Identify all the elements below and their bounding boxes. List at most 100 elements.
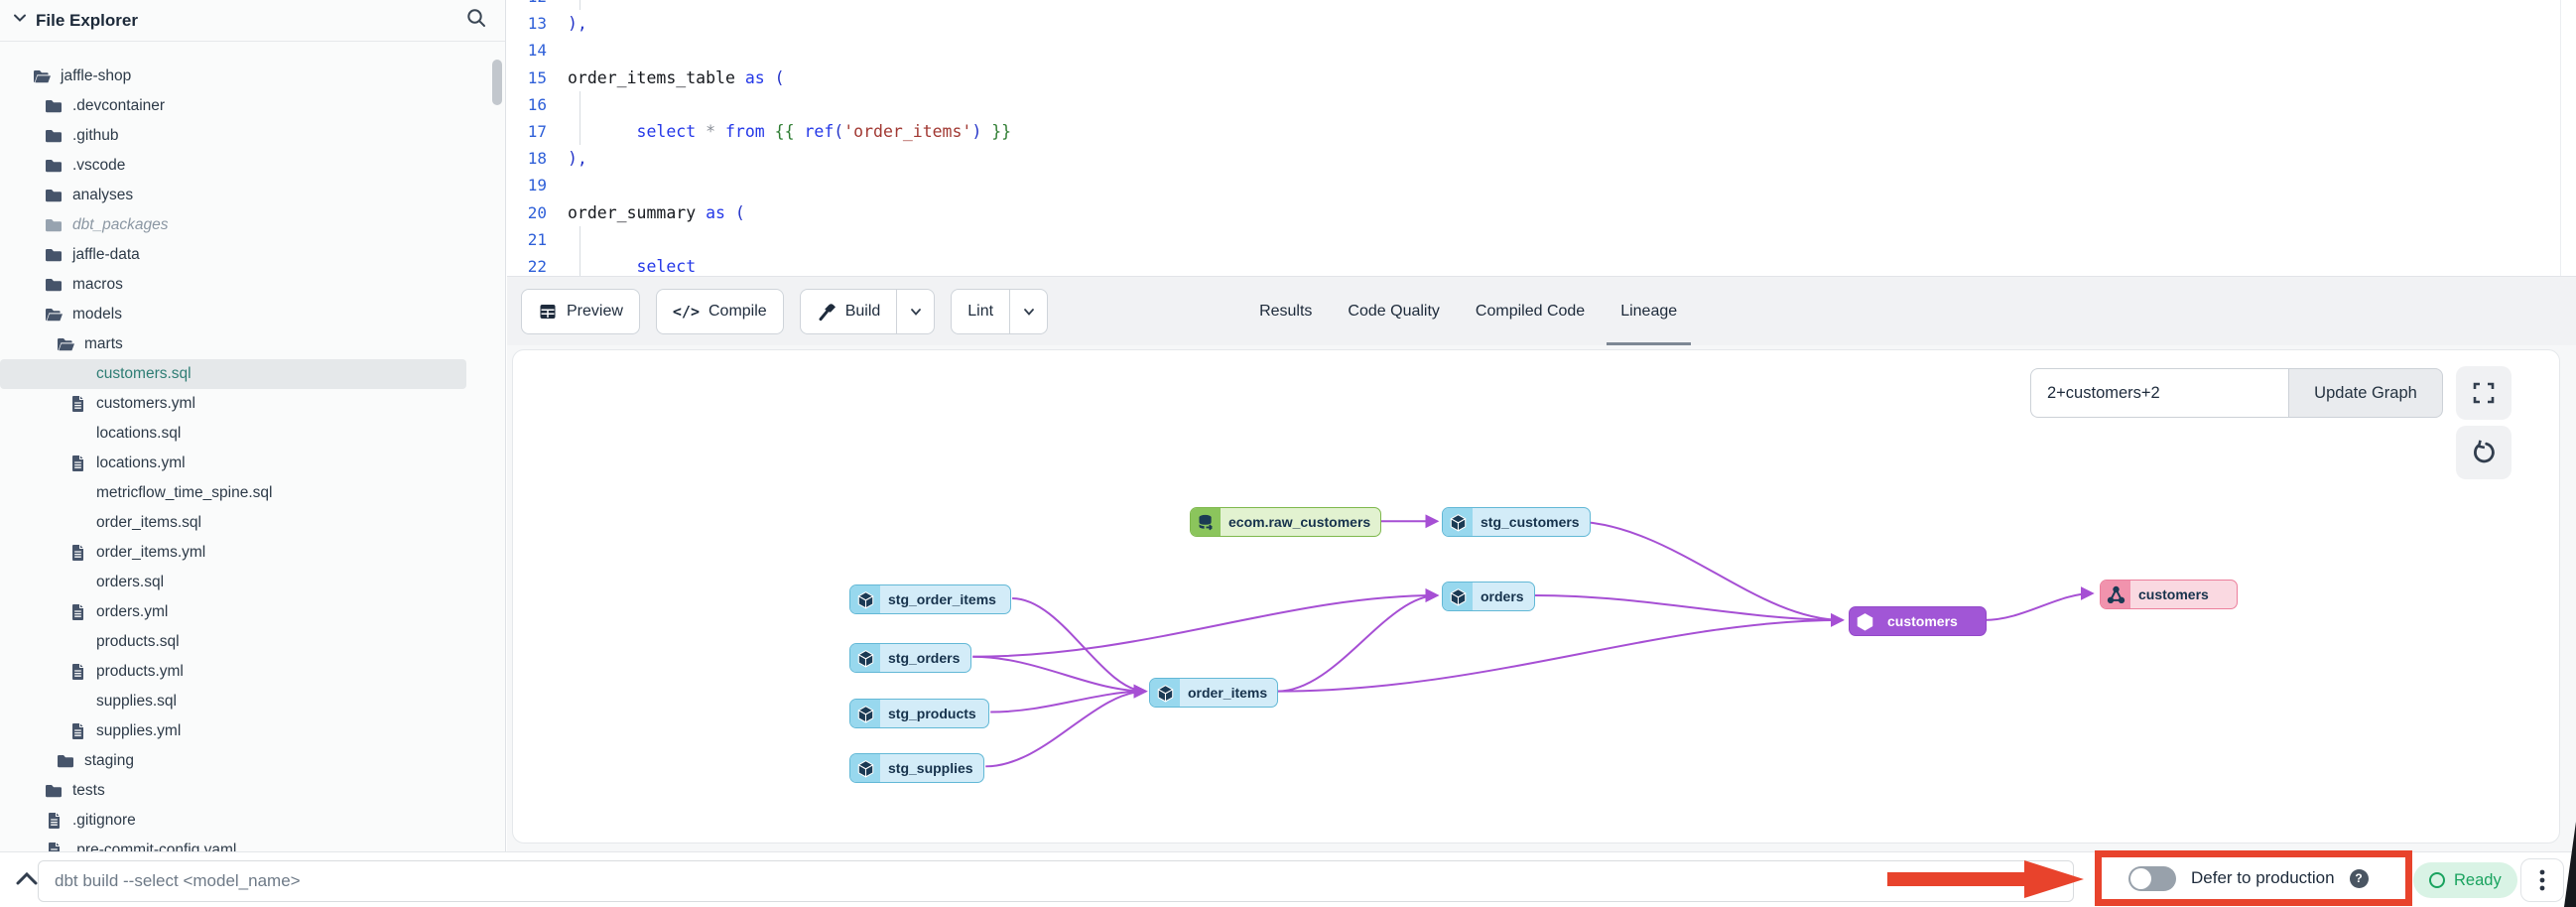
tree-item-label: staging [84,752,134,769]
tree-item-orders-yml[interactable]: orders.yml [0,597,466,627]
update-graph-button[interactable]: Update Graph [2288,368,2443,418]
tree-item-orders-sql[interactable]: orders.sql [0,568,466,597]
reset-view-button[interactable] [2456,426,2512,479]
lineage-filter-input[interactable] [2030,368,2288,418]
lint-button[interactable]: Lint [951,288,1049,334]
model-icon [67,513,87,533]
tree-item--github[interactable]: .github [0,121,466,151]
folder-icon [44,156,64,176]
lineage-node-customers_semantic[interactable]: customers [2100,580,2238,609]
tree-item-label: customers.yml [96,395,195,412]
tab-code-quality[interactable]: Code Quality [1348,302,1440,320]
file-explorer-sidebar: File Explorer jaffle-shop.devcontainer.g… [0,0,506,851]
code-line-12: 12 [507,0,2576,11]
cube-icon [850,585,880,613]
code-icon: </> [672,302,700,321]
tree-item--vscode[interactable]: .vscode [0,151,466,181]
file-explorer-header: File Explorer [0,0,505,42]
tree-item-analyses[interactable]: analyses [0,181,466,210]
file-explorer-title: File Explorer [36,10,138,30]
tree-item-order-items-sql[interactable]: order_items.sql [0,508,466,538]
tree-item-label: customers.sql [96,365,192,382]
status-bar: Defer to production ? Ready [0,850,2576,907]
chevron-down-icon[interactable] [12,10,28,31]
kebab-icon [2539,869,2545,891]
tree-item-dbt-packages[interactable]: dbt_packages [0,210,466,240]
build-dropdown[interactable] [896,289,934,333]
preview-button[interactable]: Preview [521,288,640,334]
tree-item-staging[interactable]: staging [0,746,466,776]
folder-open-icon [56,334,75,354]
line-number: 22 [527,256,547,276]
tree-item--gitignore[interactable]: .gitignore [0,806,466,836]
lineage-node-stg_customers[interactable]: stg_customers [1442,507,1591,537]
lineage-node-customers[interactable]: customers [1849,606,1987,636]
lineage-node-stg_order_items[interactable]: stg_order_items [849,584,1011,614]
model-icon [67,364,87,384]
tree-item-locations-yml[interactable]: locations.yml [0,449,466,478]
fullscreen-button[interactable] [2456,366,2512,420]
folder-icon [44,186,64,205]
doc-icon [67,394,87,414]
tree-item--devcontainer[interactable]: .devcontainer [0,91,466,121]
model-icon [67,483,87,503]
tree-item-order-items-yml[interactable]: order_items.yml [0,538,466,568]
defer-label: Defer to production [2191,868,2335,887]
defer-toggle[interactable] [2128,865,2176,891]
tree-item-jaffle-shop[interactable]: jaffle-shop [0,62,466,91]
compile-button[interactable]: </> Compile [655,288,784,334]
tab-results[interactable]: Results [1259,302,1313,320]
search-icon[interactable] [465,7,487,34]
lineage-node-stg_supplies[interactable]: stg_supplies [849,753,984,783]
command-input[interactable] [38,860,2074,902]
toggle-knob [2130,867,2151,889]
lineage-node-order_items[interactable]: order_items [1149,678,1279,708]
lineage-node-ecom.raw_customers[interactable]: ecom.raw_customers [1190,507,1382,537]
tree-item-metricflow-time-spine-sql[interactable]: metricflow_time_spine.sql [0,478,466,508]
tree-item-label: models [72,306,122,323]
model-icon [67,424,87,444]
lint-dropdown[interactable] [1009,289,1047,333]
tree-item-locations-sql[interactable]: locations.sql [0,419,466,449]
tree-item--pre-commit-config-yaml[interactable]: .pre-commit-config.yaml [0,836,466,851]
tree-item-customers-sql[interactable]: customers.sql [0,359,466,389]
tree-item-products-sql[interactable]: products.sql [0,627,466,657]
help-icon[interactable]: ? [2349,868,2369,888]
code-line-14: 14 [507,37,2576,64]
line-number: 12 [507,0,547,6]
tree-item-customers-yml[interactable]: customers.yml [0,389,466,419]
tree-item-jaffle-data[interactable]: jaffle-data [0,240,466,270]
line-number: 14 [527,41,547,61]
code-line-22: 22 select [507,252,2576,276]
node-label: ecom.raw_customers [1228,514,1371,530]
tree-item-label: metricflow_time_spine.sql [96,484,273,501]
tree-item-tests[interactable]: tests [0,776,466,806]
tab-compiled-code[interactable]: Compiled Code [1475,302,1586,320]
sidebar-scrollbar-thumb[interactable] [492,60,502,105]
tree-item-supplies-sql[interactable]: supplies.sql [0,687,466,716]
tree-item-label: .gitignore [72,812,136,829]
overflow-menu-button[interactable] [2520,858,2564,902]
toolbar-buttons: Preview </> Compile Build Lint [521,288,1049,334]
cube-icon [1850,607,1879,635]
chevron-up-icon[interactable] [14,868,40,895]
tab-lineage[interactable]: Lineage [1607,277,1692,345]
line-number: 18 [527,149,547,169]
button-label: Compile [708,302,767,320]
tree-item-supplies-yml[interactable]: supplies.yml [0,716,466,746]
tree-item-marts[interactable]: marts [0,329,466,359]
node-label: customers [2138,586,2209,602]
node-label: stg_customers [1481,514,1580,530]
build-button[interactable]: Build [799,288,936,334]
lineage-node-stg_products[interactable]: stg_products [849,699,989,728]
result-tabs: Results Code Quality Compiled Code Lineage [1259,277,1692,345]
tree-item-products-yml[interactable]: products.yml [0,657,466,687]
tree-item-macros[interactable]: macros [0,270,466,300]
tree-item-models[interactable]: models [0,300,466,329]
doc-icon [44,811,64,831]
lineage-node-orders[interactable]: orders [1442,582,1535,611]
lineage-node-stg_orders[interactable]: stg_orders [849,643,971,673]
